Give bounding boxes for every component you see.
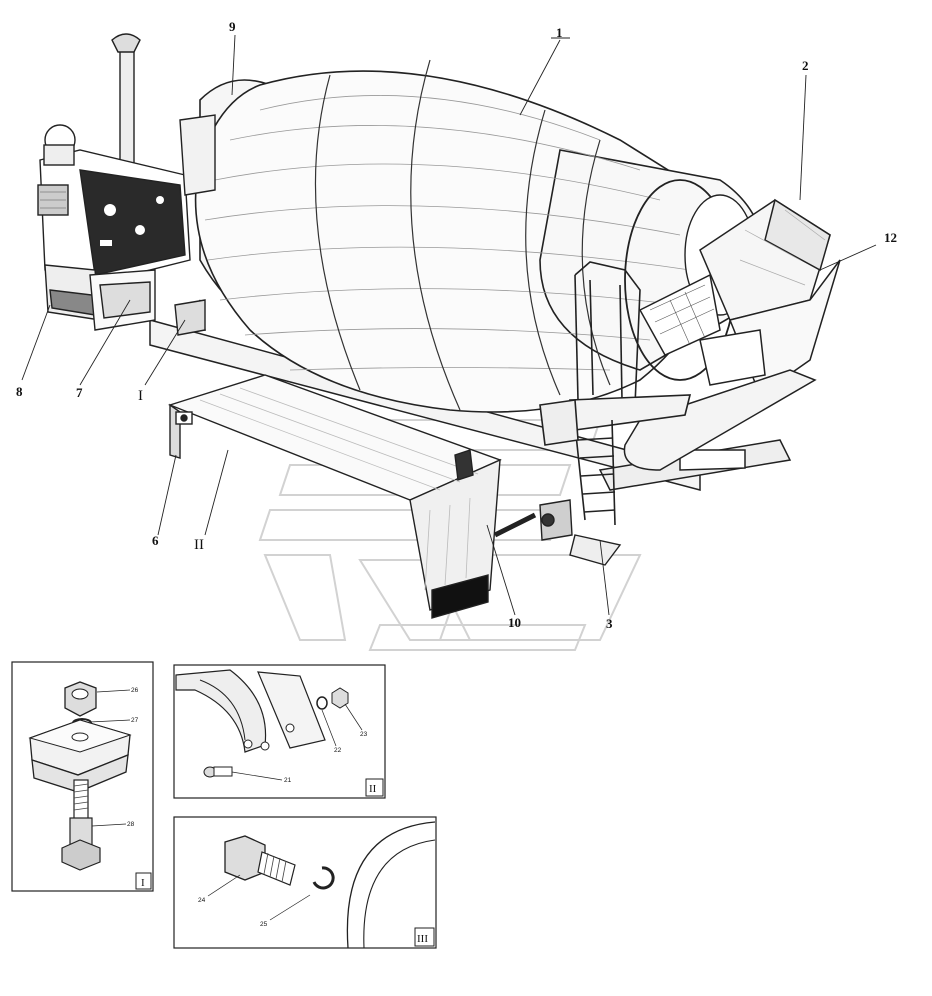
part-24: 24 (198, 897, 206, 904)
detail-III-label: III (417, 933, 428, 945)
callout-2: 2 (802, 58, 809, 73)
detail-II-label: II (369, 783, 377, 795)
fender (167, 374, 502, 619)
part-28: 28 (127, 821, 135, 828)
ladder-platform (539, 261, 692, 526)
callout-7: 7 (76, 385, 83, 400)
drive-unit (37, 33, 216, 336)
detail-view-III: 24 25 III (173, 816, 437, 949)
part-27: 27 (131, 717, 139, 724)
part-21: 21 (284, 777, 292, 784)
view-marker-II: II (194, 537, 204, 553)
detail-view-I: 26 27 28 I (11, 661, 154, 892)
detail-view-II: 21 22 23 II (173, 664, 386, 799)
callout-3: 3 (606, 616, 613, 631)
part-26: 26 (131, 687, 139, 694)
detail-I-label: I (141, 877, 145, 889)
part-23: 23 (360, 731, 368, 738)
part-25: 25 (260, 921, 268, 928)
main-callouts: 1 2 3 6 7 8 9 10 12 I II (16, 19, 897, 631)
callout-leaders (21, 34, 877, 616)
callout-9: 9 (229, 19, 236, 34)
callout-12: 12 (884, 230, 897, 245)
water-valve (454, 449, 622, 566)
part-22: 22 (334, 747, 342, 754)
view-marker-I: I (138, 388, 143, 404)
callout-1: 1 (556, 25, 563, 40)
callout-6: 6 (152, 533, 159, 548)
callout-8: 8 (16, 384, 23, 399)
loading-hopper (623, 198, 841, 471)
callout-10: 10 (508, 615, 521, 630)
